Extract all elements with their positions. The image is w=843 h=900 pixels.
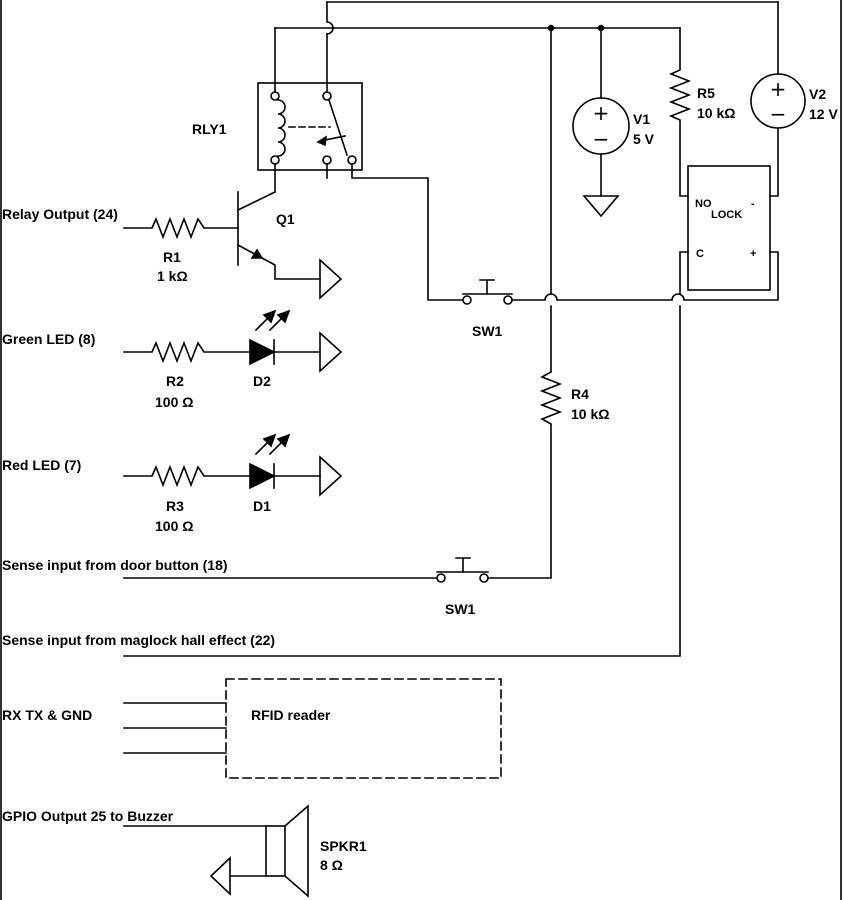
resistor-r3: R3 100 Ω — [123, 464, 251, 534]
r4-value: 10 kΩ — [571, 406, 609, 422]
r1-value: 1 kΩ — [157, 268, 188, 284]
v1-value: 5 V — [633, 131, 655, 147]
rly1-label: RLY1 — [192, 121, 227, 137]
spkr1-value: 8 Ω — [320, 857, 343, 873]
source-v2: + − V2 12 V — [750, 1, 838, 197]
lock-lock: LOCK — [711, 209, 742, 221]
door-button-label: Sense input from door button (18) — [2, 557, 228, 573]
q1-label: Q1 — [276, 211, 295, 227]
resistor-r1: R1 1 kΩ — [123, 216, 239, 284]
v2-value: 12 V — [809, 106, 838, 122]
buzzer-label: GPIO Output 25 to Buzzer — [2, 808, 174, 824]
d1-ref: D1 — [253, 498, 271, 514]
resistor-r2: R2 100 Ω — [123, 340, 251, 410]
speaker-spkr1: SPKR1 8 Ω — [123, 804, 367, 898]
r3-ref: R3 — [166, 498, 184, 514]
red-led-label: Red LED (7) — [2, 457, 81, 473]
r5-ref: R5 — [697, 85, 715, 101]
v2-ref: V2 — [809, 86, 826, 102]
lock-plus: + — [750, 248, 756, 260]
rx-tx-gnd-label: RX TX & GND — [2, 707, 92, 723]
v1-plus: + — [593, 101, 610, 125]
r2-value: 100 Ω — [155, 394, 193, 410]
rfid-label: RFID reader — [251, 707, 331, 723]
r1-ref: R1 — [163, 249, 181, 265]
rfid-reader: RFID reader — [123, 678, 502, 779]
switch-sw1-top: SW1 — [462, 251, 779, 339]
transistor-q1: Q1 — [236, 190, 343, 300]
sw1-bottom-label: SW1 — [445, 601, 476, 617]
lock-no: NO — [695, 198, 712, 210]
maglock-block: NO LOCK - C + — [123, 165, 771, 657]
v2-plus: + — [770, 77, 787, 101]
r5-value: 10 kΩ — [697, 105, 735, 121]
resistor-r4: R4 10 kΩ — [487, 27, 609, 579]
lock-c: C — [696, 248, 704, 260]
led-d1: D1 — [249, 433, 343, 514]
lock-minus: - — [751, 198, 755, 210]
v1-minus: − — [593, 127, 610, 151]
r3-value: 100 Ω — [155, 518, 193, 534]
hall-effect-label: Sense input from maglock hall effect (22… — [2, 632, 275, 648]
r2-ref: R2 — [166, 373, 184, 389]
relay-rly1: RLY1 — [192, 27, 463, 301]
spkr1-ref: SPKR1 — [320, 838, 367, 854]
relay-output-label: Relay Output (24) — [2, 206, 118, 222]
v1-ref: V1 — [633, 111, 650, 127]
sw1-top-label: SW1 — [472, 323, 503, 339]
source-v1: + − V1 5 V — [572, 27, 655, 218]
top-rails — [274, 1, 779, 35]
r4-ref: R4 — [571, 386, 589, 402]
d2-ref: D2 — [253, 373, 271, 389]
switch-sw1-bottom: SW1 — [123, 557, 489, 617]
resistor-r5: R5 10 kΩ — [668, 27, 735, 197]
v2-minus: − — [770, 102, 787, 126]
led-d2: D2 — [249, 309, 343, 389]
green-led-label: Green LED (8) — [2, 331, 95, 347]
